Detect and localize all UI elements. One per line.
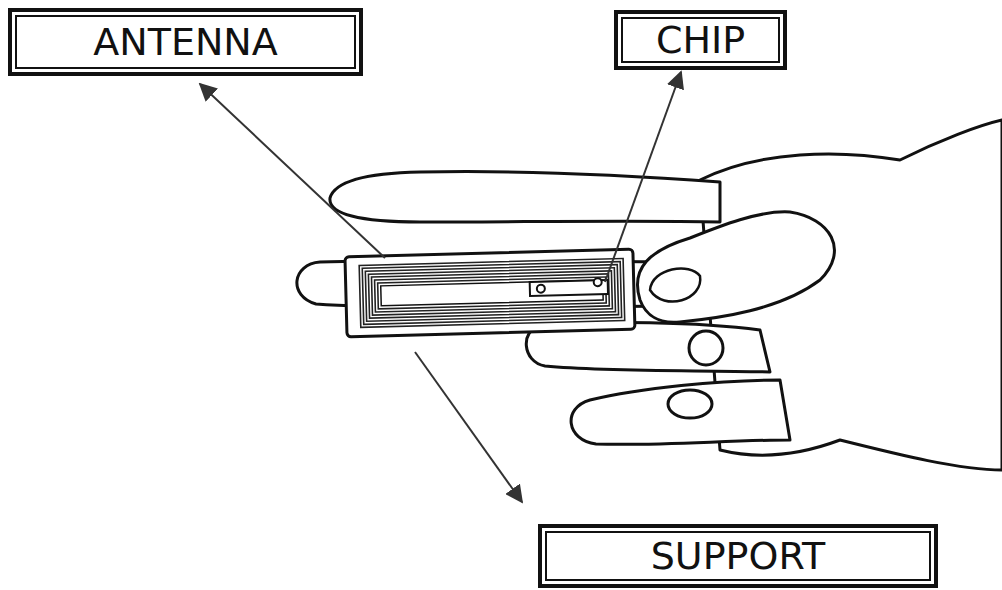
index-finger xyxy=(330,172,720,222)
part-label: CHIP xyxy=(656,21,745,59)
label-box: ANTENNA xyxy=(8,8,363,76)
fingernail xyxy=(668,390,712,418)
part-label: ANTENNA xyxy=(93,23,278,61)
little-finger xyxy=(571,380,790,444)
thumbnail xyxy=(650,268,700,301)
label-box: CHIP xyxy=(614,10,787,70)
chip xyxy=(594,278,602,286)
part-label: SUPPORT xyxy=(651,537,826,575)
fingernail xyxy=(689,331,723,365)
antenna-coil xyxy=(359,259,625,328)
leader-lines xyxy=(200,72,681,502)
tag-support xyxy=(345,249,635,337)
label-box: SUPPORT xyxy=(538,524,938,588)
thumb xyxy=(637,212,834,322)
